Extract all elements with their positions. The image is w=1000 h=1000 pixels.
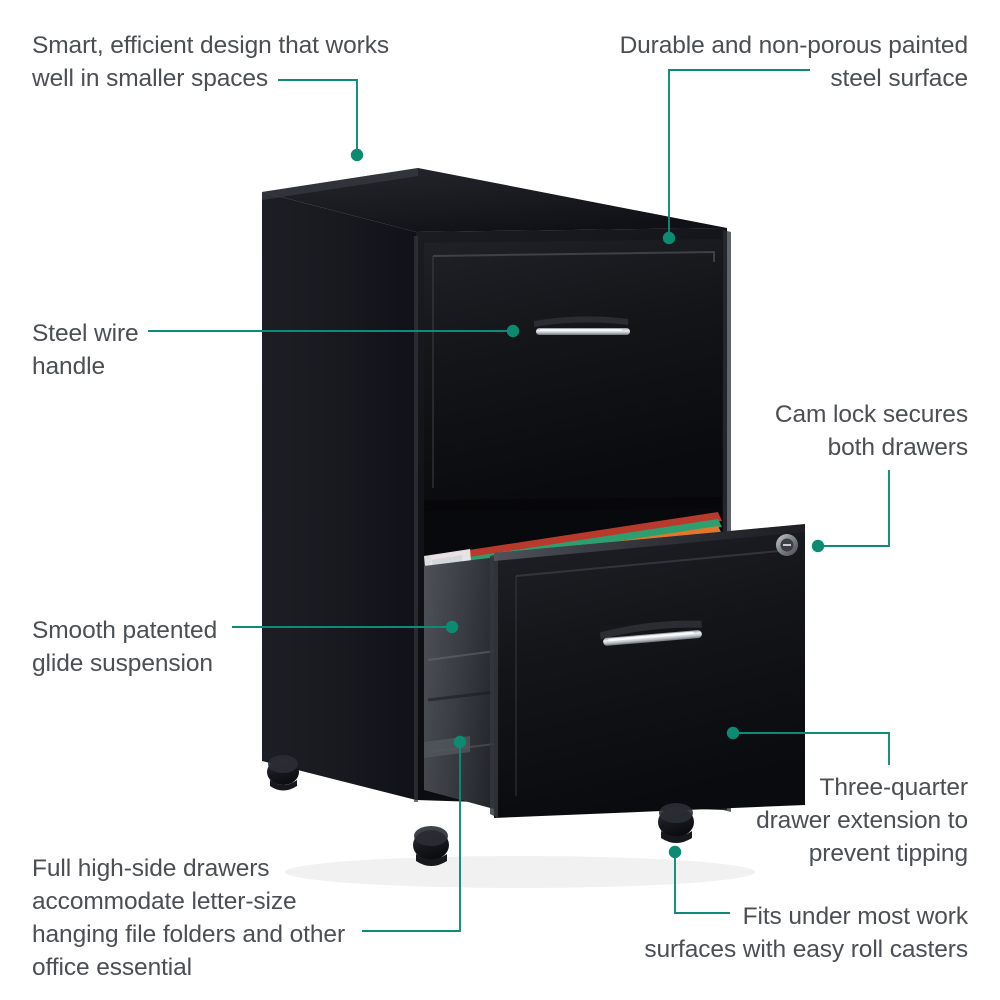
handle-upper-specular [540,329,622,331]
callout-steel-wire-handle: Steel wire handle [32,320,139,380]
cabinet-top [262,168,727,232]
callout-glide-suspension: Smooth patented glide suspension [32,617,218,677]
callout-smart-efficient-design: Smart, efficient design that works well … [32,32,390,92]
caster-front-right [658,803,694,843]
lower-drawer-front-open[interactable] [490,524,805,818]
callout-fits-under-work-surfaces: Fits under most work surfaces with easy … [644,903,968,963]
cabinet-left-side [262,192,416,800]
handle-lower-body [600,620,702,640]
cabinet-front-left-seam [414,236,418,802]
handle-lower-specular [608,631,694,642]
lower-drawer-top-edge [494,524,805,561]
callout-cam-lock-secures: Cam lock secures both drawers [774,401,968,461]
steel-wire-handle-lower[interactable] [600,617,705,646]
caster-rear-left [267,755,299,791]
upper-drawer-gap [424,497,722,511]
upper-drawer-front[interactable] [424,239,722,511]
callout-durable-steel-surface: Durable and non-porous painted steel sur… [619,32,969,92]
cam-lock[interactable] [776,534,798,556]
steel-wire-handle-upper[interactable] [532,316,630,335]
upper-drawer-bevel [432,250,715,262]
cabinet-top-back-edge [262,168,418,200]
lower-drawer-left-edge [490,554,498,818]
callout-full-high-side-drawers: Full high-side drawers accommodate lette… [32,855,346,981]
lower-drawer-panel[interactable] [494,524,805,818]
callout-three-quarter-extension: Three-quarter drawer extension to preven… [756,774,968,867]
lower-drawer-bevel-top [515,549,791,577]
upper-drawer-panel[interactable] [424,239,722,500]
handle-upper-body [534,316,628,327]
